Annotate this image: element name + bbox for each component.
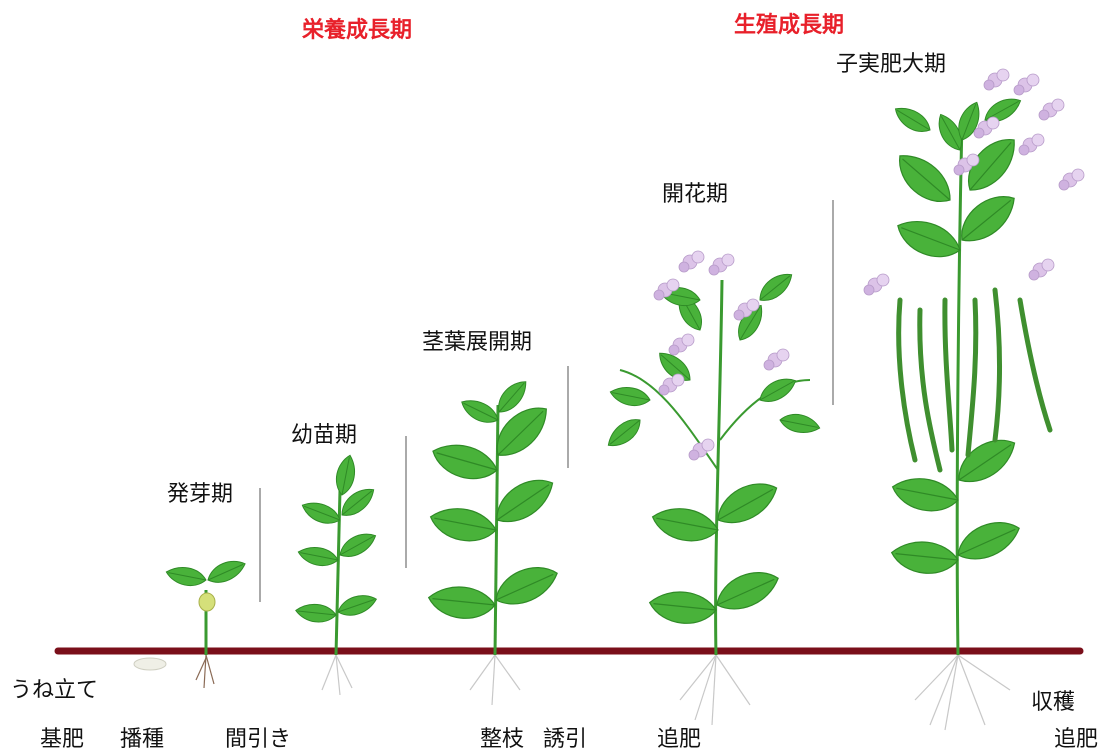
task-ridging-label: うね立て	[10, 678, 99, 703]
plant-pod-enlargement	[863, 68, 1085, 731]
plant-seedling	[293, 452, 381, 696]
task-training-label: 誘引	[543, 727, 588, 752]
stage-leaf-expansion-label: 茎葉展開期	[422, 330, 533, 355]
task-harvest-label: 収穫	[1031, 690, 1076, 715]
task-pruning-label: 整枝	[480, 727, 525, 752]
task-top-dressing-1-label: 追肥	[657, 727, 702, 752]
plant-germination	[163, 557, 249, 689]
plant-leaf-expansion	[424, 376, 563, 706]
phase-vegetative-title: 栄養成長期	[302, 18, 413, 43]
stage-flowering-label: 開花期	[662, 182, 729, 207]
task-top-dressing-2-label: 追肥	[1054, 727, 1099, 752]
task-sowing-label: 播種	[120, 727, 165, 752]
plant-flowering	[602, 250, 823, 726]
stage-germination-label: 発芽期	[167, 482, 234, 507]
phase-reproductive-title: 生殖成長期	[734, 13, 845, 38]
stage-seedling-label: 幼苗期	[291, 423, 358, 448]
task-base-fertilizer-label: 基肥	[40, 727, 85, 752]
task-thinning-label: 間引き	[225, 727, 292, 752]
seed	[133, 657, 167, 671]
stage-pod-enlargement-label: 子実肥大期	[836, 52, 947, 77]
stage-dividers	[259, 200, 834, 602]
